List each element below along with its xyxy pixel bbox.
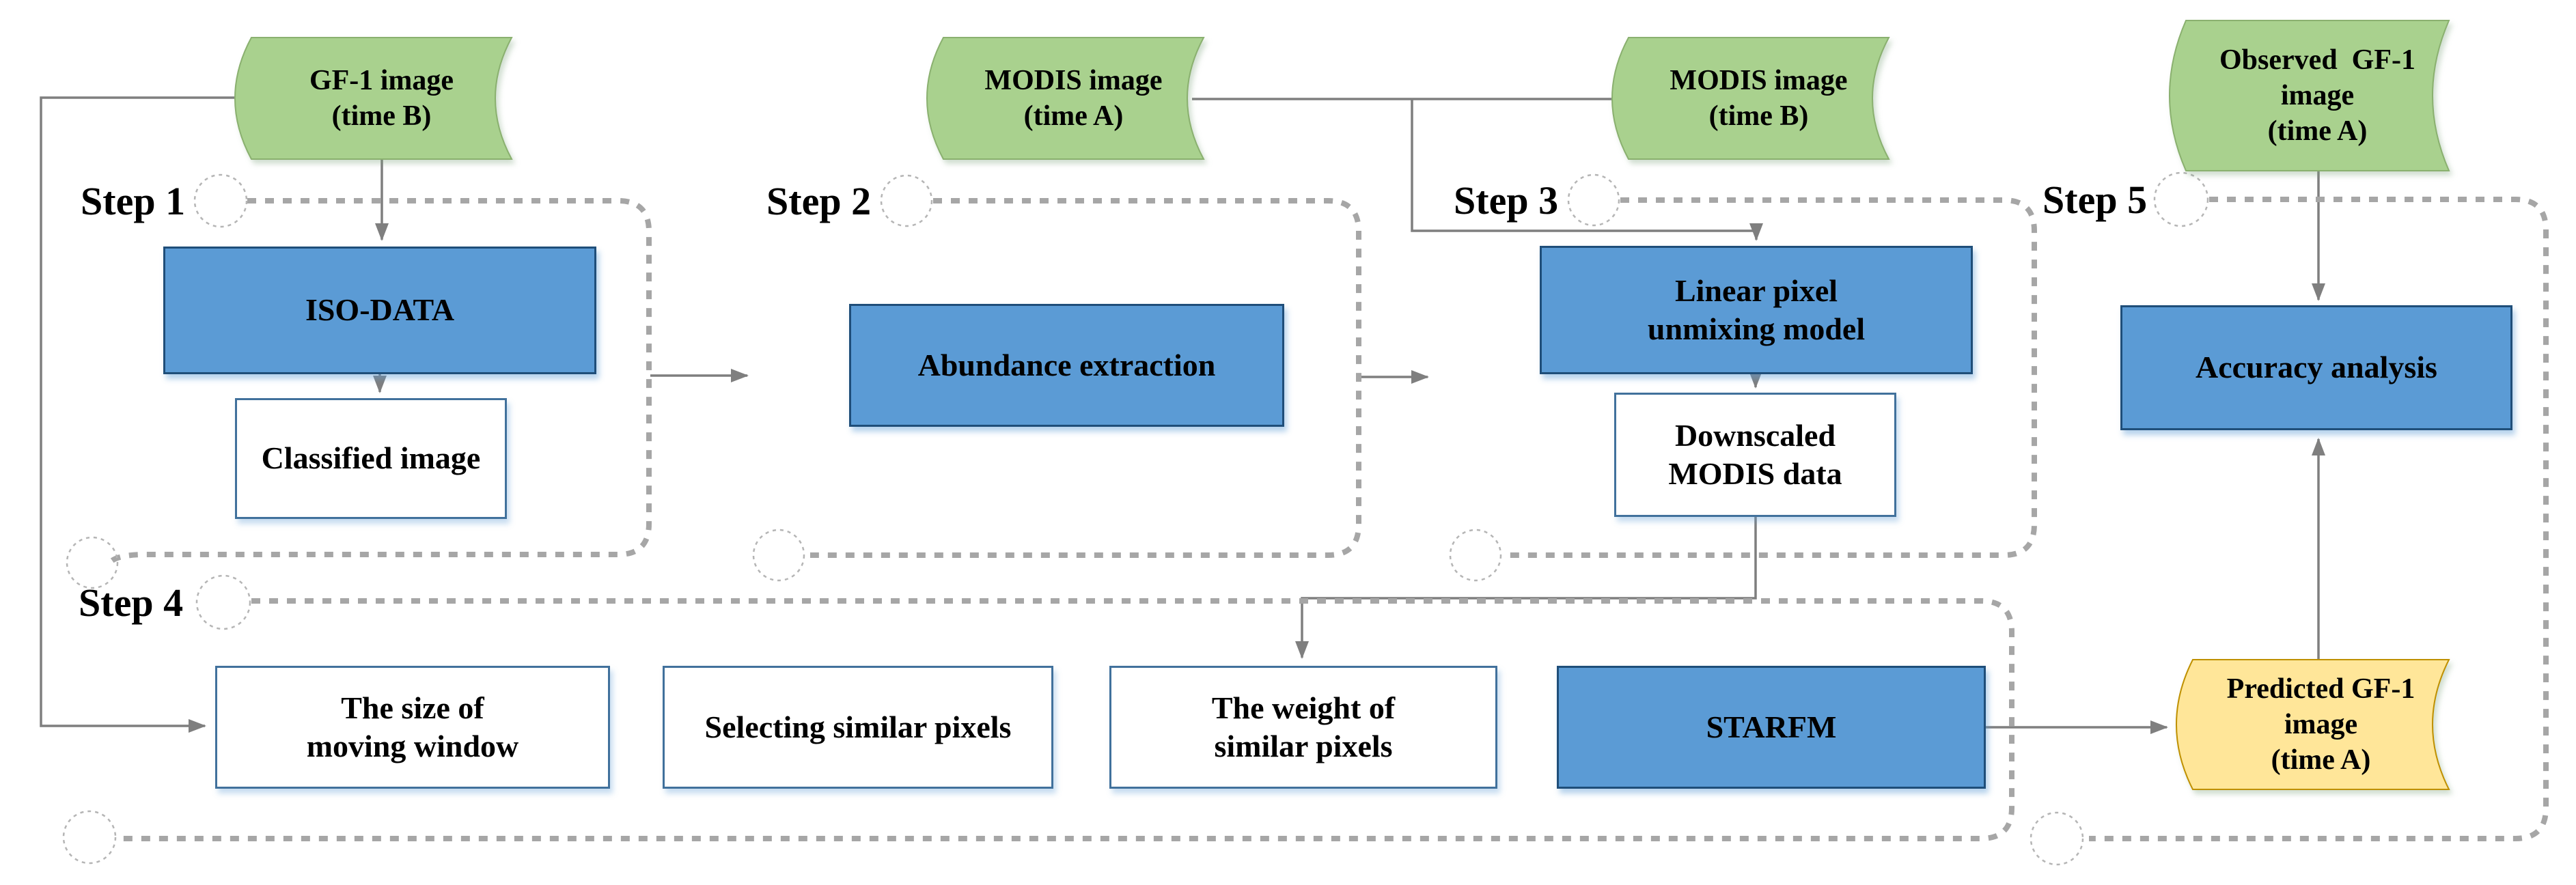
observed-gf1-line1: Observed GF-1: [2219, 44, 2415, 76]
observed-gf1-line3: (time A): [2267, 115, 2368, 148]
step1-start-circle: [193, 173, 248, 228]
moving-window-line2: moving window: [306, 729, 519, 763]
predicted-gf1-shape: [2176, 659, 2450, 790]
step1-group-outline: [110, 198, 652, 563]
step4-start-circle: [195, 574, 251, 630]
starfm-label: STARFM: [1706, 709, 1837, 744]
step2-start-circle: [880, 174, 933, 227]
linear-unmixing-line1: Linear pixel: [1674, 272, 1838, 308]
abundance-extraction-label: Abundance extraction: [917, 347, 1216, 382]
connector-downscaled-to-weight: [1295, 517, 1757, 659]
accuracy-analysis-box: Accuracy analysis: [2120, 305, 2512, 430]
connector-gf1b-to-sizebox: [40, 96, 236, 733]
step1-end-circle: [66, 536, 119, 589]
step3-start-circle: [1567, 173, 1620, 227]
gf1-timeB-line2: (time B): [331, 100, 432, 132]
iso-data-box: ISO-DATA: [163, 247, 596, 374]
modis-timeB-shape: [1611, 37, 1890, 160]
classified-image-label: Classified image: [261, 440, 481, 476]
step5-start-circle: [2153, 171, 2209, 227]
moving-window-box: The size of moving window: [215, 666, 610, 789]
modis-timeB-node: MODIS image (time B): [1629, 38, 1889, 159]
weight-pixels-line1: The weight of: [1211, 690, 1396, 725]
gf1-timeB-node: GF-1 image (time B): [251, 38, 512, 159]
predicted-gf1-node: Predicted GF-1 image (time A): [2193, 660, 2449, 789]
step3-label: Step 3: [1454, 180, 1590, 221]
step4-group-outline: [122, 598, 2014, 841]
downscaled-modis-box: Downscaled MODIS data: [1614, 393, 1896, 517]
step3-group-outline: [1507, 197, 2037, 558]
modis-timeA-line1: MODIS image: [984, 64, 1163, 96]
gf1-timeB-shape: [234, 37, 513, 160]
step2-end-circle: [752, 529, 805, 582]
step5-label: Step 5: [2042, 180, 2179, 221]
gf1-timeB-line1: GF-1 image: [309, 64, 454, 96]
linear-unmixing-line2: unmixing model: [1647, 311, 1866, 346]
observed-gf1-shape: [2169, 20, 2450, 171]
iso-data-label: ISO-DATA: [305, 292, 455, 328]
step3-label-text: Step 3: [1454, 178, 1559, 223]
downscaled-modis-line1: Downscaled: [1674, 417, 1836, 453]
modis-timeA-shape: [926, 37, 1205, 160]
step1-label-text: Step 1: [81, 179, 186, 223]
step4-label: Step 4: [79, 582, 215, 623]
modis-timeB-line1: MODIS image: [1670, 64, 1848, 96]
step3-end-circle: [1449, 529, 1502, 582]
modis-timeB-line2: (time B): [1708, 100, 1809, 132]
starfm-box: STARFM: [1557, 666, 1986, 789]
step2-label: Step 2: [766, 181, 903, 222]
selecting-pixels-box: Selecting similar pixels: [663, 666, 1053, 789]
modis-timeA-line2: (time A): [1023, 100, 1124, 132]
accuracy-analysis-label: Accuracy analysis: [2196, 350, 2437, 385]
predicted-gf1-line3: (time A): [2271, 744, 2371, 776]
connector-modis-to-linear: [1411, 99, 1763, 241]
classified-image-box: Classified image: [235, 398, 507, 519]
observed-gf1-node: Observed GF-1 image (time A): [2186, 20, 2449, 171]
predicted-gf1-line2: image: [2284, 708, 2358, 740]
observed-gf1-line2: image: [2280, 79, 2355, 111]
weight-pixels-line2: similar pixels: [1214, 729, 1393, 763]
step5-label-text: Step 5: [2042, 178, 2148, 222]
step4-end-circle: [62, 810, 117, 865]
downscaled-modis-line2: MODIS data: [1668, 456, 1842, 491]
selecting-pixels-label: Selecting similar pixels: [704, 709, 1012, 744]
step5-group-outline: [2089, 197, 2549, 841]
step5-end-circle: [2030, 811, 2084, 866]
step1-label: Step 1: [81, 181, 217, 222]
modis-timeA-node: MODIS image (time A): [943, 38, 1204, 159]
moving-window-line1: The size of: [341, 690, 484, 725]
step2-group-outline: [810, 198, 1361, 558]
predicted-gf1-line1: Predicted GF-1: [2226, 673, 2415, 705]
abundance-extraction-box: Abundance extraction: [849, 304, 1284, 427]
step2-label-text: Step 2: [766, 179, 872, 223]
linear-unmixing-box: Linear pixel unmixing model: [1540, 246, 1973, 374]
weight-pixels-box: The weight of similar pixels: [1109, 666, 1497, 789]
step4-label-text: Step 4: [79, 580, 184, 625]
